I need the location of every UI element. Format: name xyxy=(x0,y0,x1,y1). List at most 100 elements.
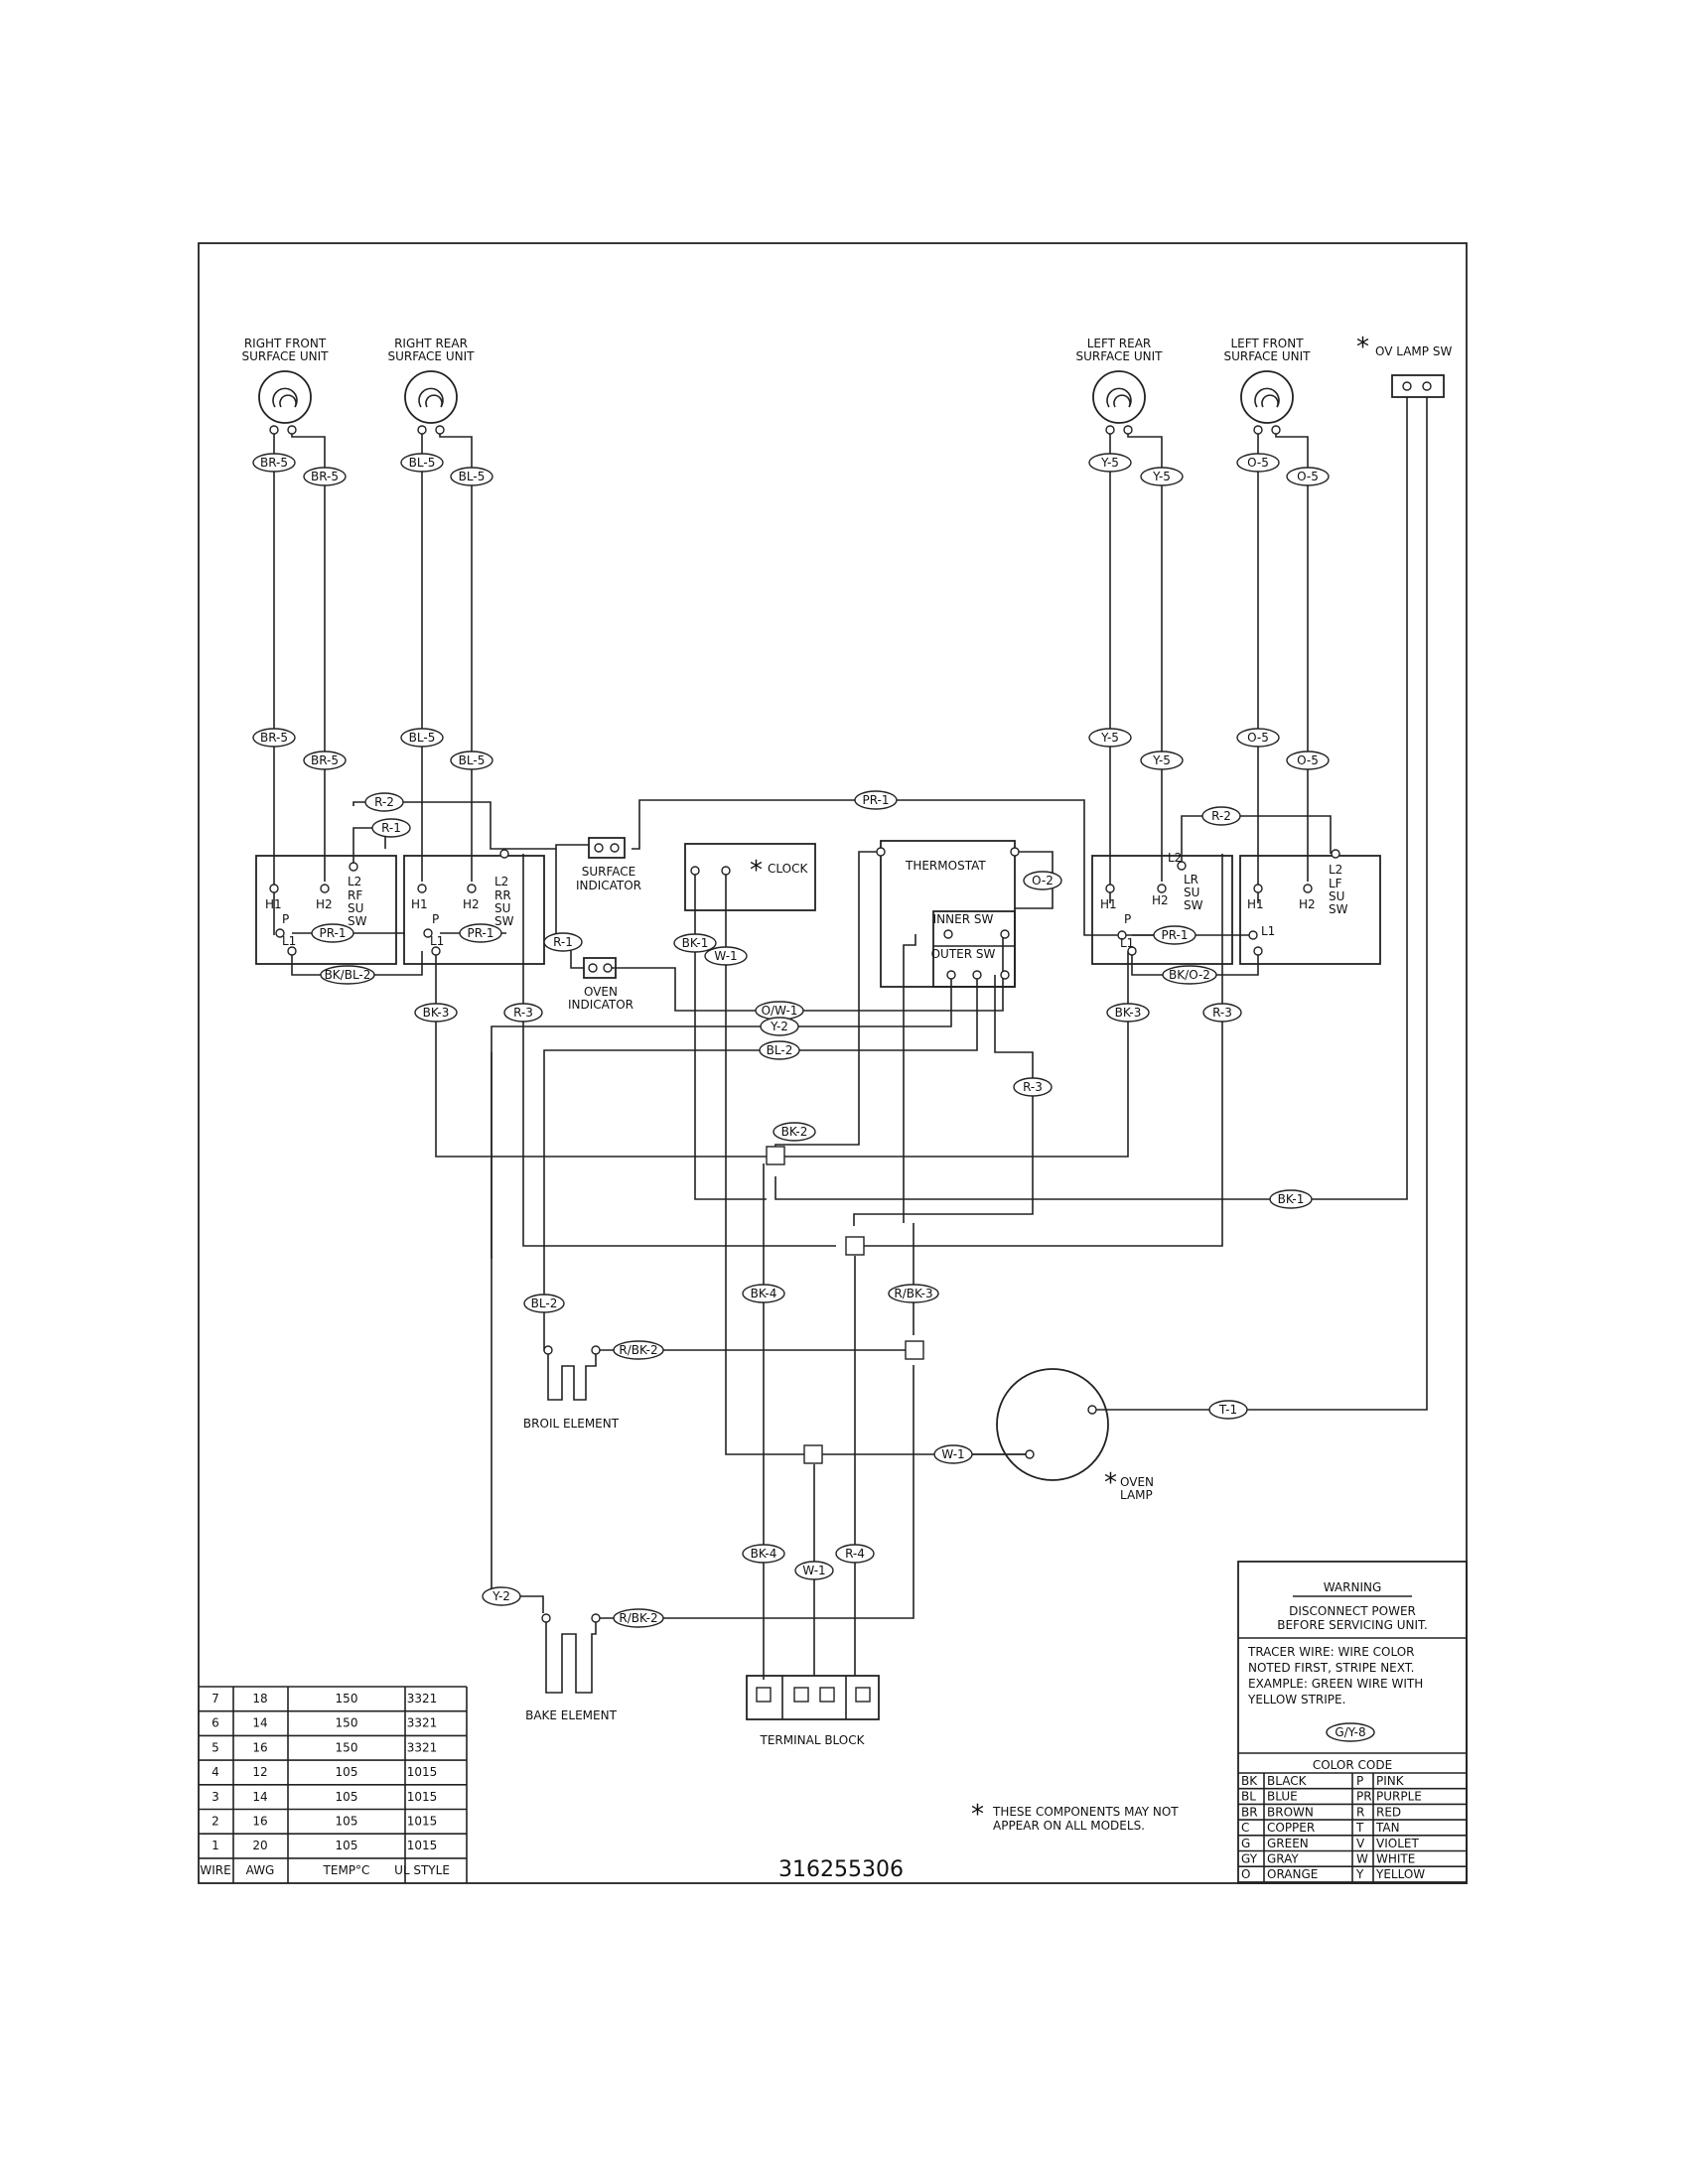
wire-table-cell: 20 xyxy=(252,1839,267,1852)
svg-text:H2: H2 xyxy=(1299,897,1316,911)
color-code-cell: COPPER xyxy=(1267,1821,1315,1835)
wire-tags: BR-5 BR-5 BL-5 BL-5 Y-5 Y-5 O-5 O-5 BR-5… xyxy=(252,453,1330,1628)
svg-text:BK/BL-2: BK/BL-2 xyxy=(325,968,371,982)
switch-rr: H1 H2 L2 RR SU SW P L1 xyxy=(403,849,545,965)
color-code-cell: PINK xyxy=(1376,1774,1405,1788)
svg-text:L1: L1 xyxy=(1261,924,1275,938)
wire-table-cell: 3321 xyxy=(407,1692,438,1706)
surface-unit-right-front: RIGHT FRONT SURFACE UNIT xyxy=(242,337,329,435)
svg-text:BR-5: BR-5 xyxy=(260,456,288,470)
wire-table-cell: 105 xyxy=(336,1765,358,1779)
svg-text:LR: LR xyxy=(1184,873,1198,887)
surface-unit-right-rear: RIGHT REAR SURFACE UNIT xyxy=(388,337,476,435)
svg-text:BAKE ELEMENT: BAKE ELEMENT xyxy=(525,1708,617,1722)
svg-text:R-2: R-2 xyxy=(374,795,394,809)
svg-text:O-5: O-5 xyxy=(1247,731,1269,745)
wire-table-cell: 2 xyxy=(211,1815,219,1829)
svg-text:OV LAMP SW: OV LAMP SW xyxy=(1375,344,1452,358)
svg-text:O-5: O-5 xyxy=(1297,470,1319,483)
svg-text:Y-5: Y-5 xyxy=(1152,753,1171,767)
svg-text:R-1: R-1 xyxy=(381,821,401,835)
part-number: 316255306 xyxy=(778,1857,904,1882)
svg-text:RR: RR xyxy=(494,888,511,902)
wire-table-cell: 1015 xyxy=(407,1765,438,1779)
svg-text:BL-5: BL-5 xyxy=(459,753,486,767)
wire-table-header: WIRE xyxy=(200,1863,230,1877)
svg-text:P: P xyxy=(1124,912,1131,926)
svg-text:O-2: O-2 xyxy=(1032,874,1054,887)
svg-text:H1: H1 xyxy=(1100,897,1117,911)
svg-text:L2: L2 xyxy=(494,875,508,888)
svg-text:BK/O-2: BK/O-2 xyxy=(1169,968,1210,982)
color-code-cell: BLUE xyxy=(1267,1790,1298,1804)
svg-text:BK-2: BK-2 xyxy=(781,1125,808,1139)
wire-table-cell: 16 xyxy=(252,1740,267,1754)
wire-table-cell: 18 xyxy=(252,1692,267,1706)
warning-title: WARNING xyxy=(1324,1580,1382,1594)
svg-text:Y-2: Y-2 xyxy=(770,1020,788,1033)
color-code-cell: R xyxy=(1356,1805,1364,1819)
svg-text:SU: SU xyxy=(1184,886,1199,899)
color-code-cell: P xyxy=(1356,1774,1363,1788)
wire-table-cell: 1015 xyxy=(407,1839,438,1852)
wire-table-cell: 7 xyxy=(211,1692,219,1706)
wire-table-cell: 12 xyxy=(252,1765,267,1779)
svg-text:BK-3: BK-3 xyxy=(423,1006,450,1020)
svg-text:W-1: W-1 xyxy=(941,1447,964,1461)
svg-text:*: * xyxy=(971,1800,984,1830)
wire-table-cell: 16 xyxy=(252,1815,267,1829)
svg-text:BROIL ELEMENT: BROIL ELEMENT xyxy=(523,1417,620,1431)
svg-text:H2: H2 xyxy=(1152,893,1169,907)
wire-table-cell: 5 xyxy=(211,1740,219,1754)
svg-text:SURFACE UNIT: SURFACE UNIT xyxy=(388,349,476,363)
svg-text:PR-1: PR-1 xyxy=(467,926,493,940)
svg-text:O-5: O-5 xyxy=(1297,753,1319,767)
svg-text:BR-5: BR-5 xyxy=(260,731,288,745)
svg-text:L2: L2 xyxy=(1168,851,1182,865)
svg-text:BR-5: BR-5 xyxy=(311,753,339,767)
color-code-cell: Y xyxy=(1355,1867,1364,1881)
bake-element: BAKE ELEMENT xyxy=(525,1613,618,1722)
color-code-cell: BLACK xyxy=(1267,1774,1308,1788)
wire-table-cell: 3 xyxy=(211,1790,219,1804)
svg-text:L2: L2 xyxy=(348,875,361,888)
color-code-cell: T xyxy=(1355,1821,1364,1835)
svg-text:OVEN: OVEN xyxy=(584,985,618,999)
svg-text:H2: H2 xyxy=(316,897,333,911)
svg-text:PR-1: PR-1 xyxy=(1161,928,1188,942)
thermostat: THERMOSTAT INNER SW OUTER SW xyxy=(876,840,1020,988)
color-code-cell: BR xyxy=(1241,1805,1258,1819)
color-code-cell: BROWN xyxy=(1267,1805,1314,1819)
svg-text:BL-2: BL-2 xyxy=(767,1043,793,1057)
svg-text:*: * xyxy=(750,856,763,886)
wire-table-cell: 105 xyxy=(336,1790,358,1804)
svg-text:THESE COMPONENTS MAY NOT: THESE COMPONENTS MAY NOT xyxy=(992,1805,1179,1819)
svg-text:R-3: R-3 xyxy=(1212,1006,1232,1020)
surface-indicator: SURFACE INDICATOR xyxy=(576,837,641,892)
wire-table-cell: 150 xyxy=(336,1692,358,1706)
surface-unit-left-front: LEFT FRONT SURFACE UNIT xyxy=(1224,337,1311,435)
wire-table-cell: 4 xyxy=(211,1765,219,1779)
svg-text:BL-5: BL-5 xyxy=(459,470,486,483)
wire-table-cell: 14 xyxy=(252,1790,267,1804)
svg-text:W-1: W-1 xyxy=(714,949,737,963)
svg-text:LF: LF xyxy=(1329,877,1342,890)
svg-text:COLOR CODE: COLOR CODE xyxy=(1313,1758,1392,1772)
color-code-cell: ORANGE xyxy=(1267,1867,1318,1881)
wire-table-cell: 150 xyxy=(336,1716,358,1730)
svg-text:BL-2: BL-2 xyxy=(531,1297,558,1310)
switch-rf: H1 H2 L2 RF SU SW P L1 xyxy=(255,855,397,965)
svg-text:BL-5: BL-5 xyxy=(409,456,436,470)
svg-text:SW: SW xyxy=(1184,898,1203,912)
svg-text:H1: H1 xyxy=(265,897,282,911)
svg-text:P: P xyxy=(282,912,289,926)
svg-text:INDICATOR: INDICATOR xyxy=(576,879,641,892)
diagram-frame xyxy=(198,242,1468,1884)
svg-text:*: * xyxy=(1356,333,1369,362)
svg-text:G/Y-8: G/Y-8 xyxy=(1335,1725,1365,1739)
color-code-cell: GY xyxy=(1241,1852,1258,1866)
svg-text:RIGHT FRONT: RIGHT FRONT xyxy=(244,337,327,350)
svg-text:OUTER SW: OUTER SW xyxy=(931,947,996,961)
